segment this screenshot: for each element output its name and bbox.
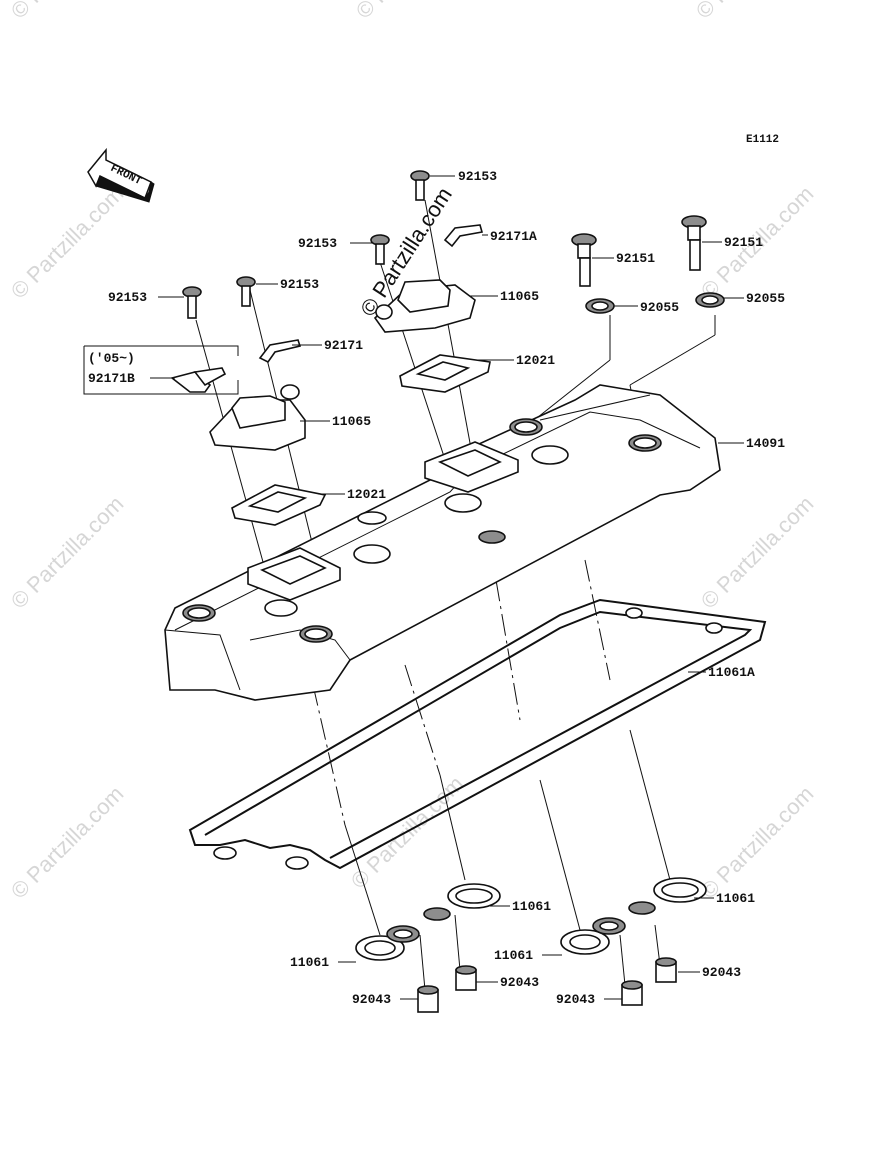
watermark: © Partzilla.com [696,491,819,614]
label-92171b[interactable]: 92171B [88,371,135,386]
watermark: © Partzilla.com [6,491,129,614]
watermark: © Partzilla.com [691,0,814,24]
bolt-92153-d-icon [182,286,202,319]
label-11061a[interactable]: 11061A [708,665,755,680]
label-92043[interactable]: 92043 [556,992,595,1007]
bolt-92151-b-icon [681,215,707,271]
label-92055[interactable]: 92055 [746,291,785,306]
label-11061[interactable]: 11061 [290,955,329,970]
plug-gasket-11061-b-icon [447,883,501,909]
bolt-92153-a-icon [410,170,430,201]
washer-92055-a-icon [585,298,615,314]
plug-gasket-11061-a-icon [355,907,451,961]
bolt-92151-a-icon [571,233,597,287]
variant-note: ('05~) [88,351,135,366]
washer-92055-b-icon [695,292,725,308]
collar-92043-d-icon [655,957,677,983]
callout-lines [150,175,744,1000]
watermark: © Partzilla.com [6,781,129,904]
label-12021[interactable]: 12021 [516,353,555,368]
label-92153[interactable]: 92153 [280,277,319,292]
bracket-92171b [170,367,227,393]
label-92153[interactable]: 92153 [108,290,147,305]
label-11061[interactable]: 11061 [512,899,551,914]
breather-cover-left [209,384,306,451]
head-cover-gasket [188,598,767,870]
label-92171a[interactable]: 92171A [490,229,537,244]
diagram-code: E1112 [746,134,779,146]
label-92151[interactable]: 92151 [724,235,763,250]
bolt-92153-c-icon [236,276,256,307]
label-92043[interactable]: 92043 [500,975,539,990]
label-11065[interactable]: 11065 [500,289,539,304]
label-92151[interactable]: 92151 [616,251,655,266]
label-92043[interactable]: 92043 [352,992,391,1007]
watermark: © Partzilla.com [6,181,129,304]
bracket-92171a [443,224,484,248]
label-11065[interactable]: 11065 [332,414,371,429]
watermark: © Partzilla.com [696,781,819,904]
label-92153[interactable]: 92153 [298,236,337,251]
collar-92043-c-icon [621,980,643,1006]
cylinder-head-cover [164,384,721,701]
watermark: © Partzilla.com [351,0,474,24]
bolt-92153-b-icon [370,234,390,265]
bracket-92171 [258,339,302,364]
label-92055[interactable]: 92055 [640,300,679,315]
collar-92043-b-icon [455,965,477,991]
label-92171[interactable]: 92171 [324,338,363,353]
watermark: © Partzilla.com [6,0,129,24]
breather-gasket-right [399,354,491,393]
front-arrow-icon: FRONT [87,147,155,203]
plug-gasket-11061-d-icon [653,877,707,903]
label-92153[interactable]: 92153 [458,169,497,184]
variant-box: ('05~) [83,345,239,395]
label-11061[interactable]: 11061 [494,948,533,963]
part-labels: 92153 92153 92171A 92153 92153 11065 921… [88,169,785,1007]
label-11061[interactable]: 11061 [716,891,755,906]
collar-92043-a-icon [417,985,439,1013]
breather-gasket-left [231,484,327,526]
label-92043[interactable]: 92043 [702,965,741,980]
label-12021[interactable]: 12021 [347,487,386,502]
plug-gasket-11061-c-icon [560,901,656,955]
breather-cover-right [373,279,476,333]
label-14091[interactable]: 14091 [746,436,785,451]
